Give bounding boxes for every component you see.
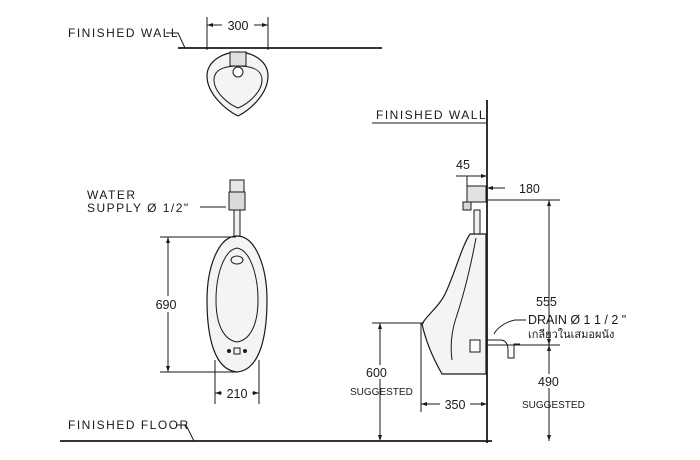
- dim-300-arrow-left: [207, 23, 213, 27]
- front-view: WATER SUPPLY Ø 1/2" 690 210: [87, 179, 268, 404]
- dim-690-arrow-bottom: [166, 366, 170, 372]
- front-sensor-dot-right: [243, 349, 247, 353]
- drain-label-2: เกลียวในเสมอผนัง: [528, 328, 614, 341]
- water-supply-label-1: WATER: [87, 188, 137, 202]
- dim-600-arrow-bottom: [378, 435, 382, 441]
- finished-floor-label: FINISHED FLOOR: [68, 418, 190, 432]
- side-drain-pipe: [487, 339, 520, 359]
- dim-350-value: 350: [445, 398, 466, 412]
- side-view: FINISHED WALL 45 180 555: [350, 100, 626, 443]
- side-urinal-inner: [450, 237, 477, 361]
- front-sensor-window: [233, 347, 241, 355]
- dim-180-arrow: [487, 186, 493, 190]
- dim-210-arrow-right: [253, 391, 259, 395]
- front-sensor-dot-left: [227, 349, 231, 353]
- dim-350-arrow-left: [421, 402, 427, 406]
- dim-300-bg: [222, 18, 254, 32]
- dim-490-arrow-top: [547, 345, 551, 351]
- dim-490-value: 490: [538, 375, 559, 389]
- top-view-valve-knob: [232, 66, 244, 78]
- dim-300-value: 300: [228, 19, 249, 33]
- drain-leader: [493, 319, 526, 335]
- dim-600-bg: [362, 365, 398, 379]
- finished-floor-leader: [176, 424, 195, 442]
- dim-210-arrow-left: [215, 391, 221, 395]
- front-valve-pipe: [233, 209, 241, 239]
- front-urinal-body: [206, 235, 268, 373]
- dim-600-suggested: SUGGESTED: [350, 387, 413, 398]
- water-supply-label-2: SUPPLY Ø 1/2": [87, 201, 190, 215]
- dim-690-bg: [148, 296, 184, 312]
- dim-490-bg: [536, 374, 564, 388]
- dim-210-bg: [222, 386, 252, 400]
- top-view-bowl-inner: [213, 65, 263, 109]
- dim-690-arrow-top: [166, 237, 170, 243]
- dim-45-arrow: [481, 174, 487, 178]
- dim-350-bg: [440, 397, 470, 411]
- dim-490-suggested: SUGGESTED: [522, 400, 585, 411]
- dim-555-arrow-top: [547, 200, 551, 206]
- dim-600-value: 600: [366, 366, 387, 380]
- front-valve-body: [228, 191, 246, 211]
- side-valve-body: [466, 185, 487, 203]
- dim-210-value: 210: [227, 387, 248, 401]
- dim-555-arrow-bottom: [547, 339, 551, 345]
- dim-350-arrow-right: [481, 402, 487, 406]
- dim-300-arrow-right: [262, 23, 268, 27]
- dim-555-value: 555: [536, 295, 557, 309]
- dim-600-arrow-top: [378, 323, 382, 329]
- dim-180-value: 180: [519, 182, 540, 196]
- top-view: FINISHED WALL 300: [68, 17, 382, 117]
- side-urinal-body: [421, 233, 487, 375]
- finished-wall-top-leader: [166, 32, 186, 49]
- dim-45-value: 45: [456, 158, 470, 172]
- dim-690-value: 690: [156, 298, 177, 312]
- floor: FINISHED FLOOR: [60, 418, 492, 442]
- side-valve-pipe: [473, 209, 481, 237]
- side-valve-knob: [462, 201, 472, 211]
- finished-wall-top-label: FINISHED WALL: [68, 26, 179, 40]
- finished-wall-side-label: FINISHED WALL: [376, 108, 487, 122]
- top-view-valve: [229, 51, 247, 67]
- drain-label-1: DRAIN Ø 1 1 / 2 ": [528, 313, 626, 327]
- dim-490-arrow-bottom: [547, 435, 551, 441]
- front-valve-head: [229, 179, 245, 193]
- front-urinal-bowl: [215, 247, 259, 343]
- side-drain-outlet: [469, 339, 481, 353]
- front-spreader: [230, 255, 244, 265]
